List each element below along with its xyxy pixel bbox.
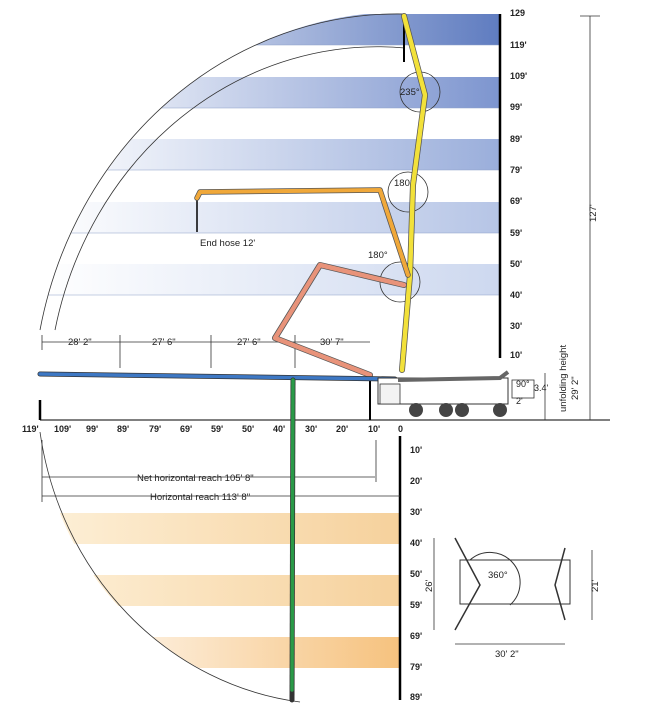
scale-label: 79' xyxy=(410,662,422,672)
outrigger-plan-view xyxy=(433,537,593,645)
bottom-scale-label: 50' xyxy=(242,424,254,434)
net-horizontal-reach: Net horizontal reach 105' 8" xyxy=(137,473,254,484)
bottom-scale-label: 99' xyxy=(86,424,98,434)
reach-arcs xyxy=(39,13,406,703)
boom-blue xyxy=(38,372,397,381)
upper-height-bands xyxy=(40,14,500,296)
scale-label: 40' xyxy=(510,290,522,300)
right-scale-labels-below: 10' 20' 30' 40' 50' 59' 69' 79' 89' xyxy=(410,445,422,702)
scale-label: 20' xyxy=(410,476,422,486)
truck-dim2-label: 2' xyxy=(516,396,523,406)
scale-label: 10' xyxy=(510,350,522,360)
segment-4-length: 30' 7" xyxy=(320,337,344,348)
outrigger-width-label: 26' xyxy=(424,579,435,592)
truck-angle-label: 90° xyxy=(516,379,530,389)
truck-dim1-label: 3.4' xyxy=(534,383,549,393)
booms xyxy=(37,13,428,703)
right-scale-labels-above: 129 119' 109' 99' 89' 79' 69' 59' 50' 40… xyxy=(510,8,527,360)
boom-green xyxy=(290,378,295,692)
bottom-scale-label: 109' xyxy=(54,424,71,434)
boom-salmon xyxy=(272,262,407,378)
scale-label: 69' xyxy=(410,631,422,641)
scale-label: 69' xyxy=(510,196,522,206)
dimension-lines xyxy=(41,15,600,502)
scale-label: 119' xyxy=(510,40,527,50)
rotation-label: 360° xyxy=(488,570,508,581)
scale-label: 89' xyxy=(510,134,522,144)
outrigger-depth-label: 21' xyxy=(590,579,601,592)
segment-3-length: 27' 6" xyxy=(237,337,261,348)
total-height-label: 127' xyxy=(588,204,599,222)
scale-label: 79' xyxy=(510,165,522,175)
unfolding-height-value: 29' 2" xyxy=(570,376,581,400)
boom-orange xyxy=(195,188,410,277)
scale-label: 30' xyxy=(510,321,522,331)
segment-2-length: 27' 6" xyxy=(152,337,176,348)
angle-180-lower-label: 180° xyxy=(368,250,388,261)
lower-depth-bands xyxy=(40,513,400,668)
bottom-scale-label: 119' xyxy=(22,424,39,434)
truck xyxy=(377,370,535,417)
scale-label: 99' xyxy=(510,102,522,112)
bottom-scale-label: 40' xyxy=(273,424,285,434)
scale-label: 109' xyxy=(510,71,527,81)
scale-label: 59' xyxy=(510,228,522,238)
bottom-scale-label: 89' xyxy=(117,424,129,434)
scale-label: 59' xyxy=(410,600,422,610)
bottom-scale-label: 69' xyxy=(180,424,192,434)
angle-180-upper-label: 180° xyxy=(394,178,414,189)
scale-label: 40' xyxy=(410,538,422,548)
bottom-scale-label: 20' xyxy=(336,424,348,434)
unfolding-height-label: unfolding height xyxy=(558,345,569,412)
horizontal-reach: Horizontal reach 113' 8" xyxy=(150,492,250,503)
outrigger-length-label: 30' 2" xyxy=(495,649,519,660)
bottom-scale-label: 30' xyxy=(305,424,317,434)
scale-label: 50' xyxy=(510,259,522,269)
scale-label: 89' xyxy=(410,692,422,702)
bottom-scale-label: 10' xyxy=(368,424,380,434)
scale-label: 129 xyxy=(510,8,525,18)
scale-label: 30' xyxy=(410,507,422,517)
bottom-scale-label: 79' xyxy=(149,424,161,434)
ground-scale: 119' 109' 99' 89' 79' 69' 59' 50' 40' 30… xyxy=(22,380,610,434)
scale-label: 50' xyxy=(410,569,422,579)
angle-235-label: 235° xyxy=(400,87,420,98)
boom-yellow xyxy=(399,13,428,373)
end-hose-label: End hose 12' xyxy=(200,238,255,249)
scale-label: 10' xyxy=(410,445,422,455)
segment-1-length: 28' 2" xyxy=(68,337,92,348)
bottom-scale-label: 59' xyxy=(211,424,223,434)
bottom-scale-label: 0 xyxy=(398,424,403,434)
